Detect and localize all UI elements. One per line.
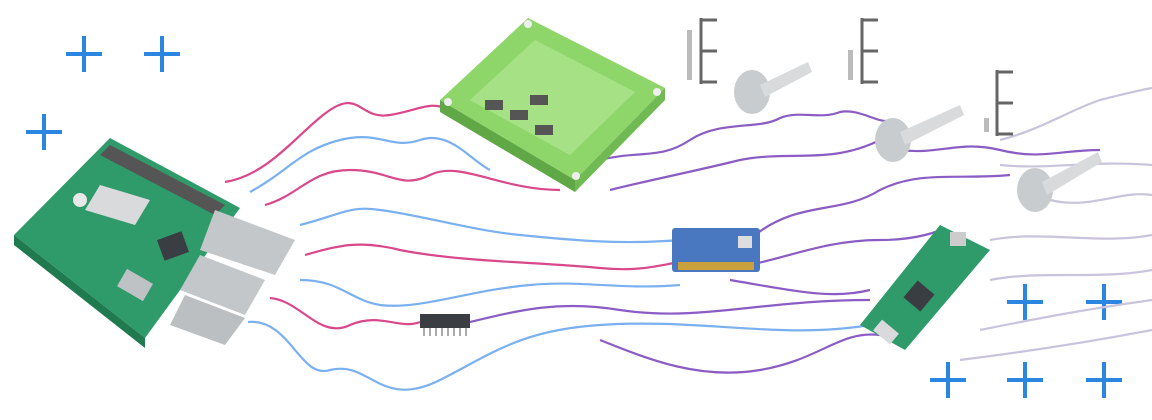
- plus-icon: [66, 36, 102, 72]
- plus-icon: [144, 36, 180, 72]
- wire: [264, 168, 561, 207]
- terminal-breakout-board: [440, 18, 665, 192]
- wire: [269, 296, 421, 330]
- wire: [304, 243, 681, 271]
- potentiometer: [1017, 152, 1102, 212]
- microcontroller-board: [860, 225, 990, 350]
- wire: [729, 229, 941, 270]
- wire: [999, 86, 1152, 142]
- wire: [599, 110, 891, 162]
- wire: [299, 278, 681, 307]
- slider-marker: [687, 18, 717, 84]
- wire: [247, 320, 871, 391]
- wires: [224, 86, 1152, 391]
- wire: [599, 333, 881, 374]
- potentiometer: [734, 62, 812, 114]
- plus-icon: [1007, 362, 1043, 398]
- wire: [989, 233, 1152, 242]
- slider-marker: [848, 18, 878, 84]
- wire: [609, 139, 881, 192]
- wire: [899, 145, 1101, 156]
- wire: [999, 162, 1152, 168]
- wire: [469, 298, 871, 324]
- wire: [729, 278, 871, 296]
- wire: [989, 268, 1152, 282]
- wire: [754, 173, 1011, 236]
- plus-icon: [1007, 284, 1043, 320]
- wire: [249, 136, 491, 193]
- slider-marker: [984, 70, 1013, 136]
- plus-icon: [930, 362, 966, 398]
- wire: [224, 102, 451, 184]
- wire: [979, 298, 1152, 332]
- raspberry-pi-board: [14, 138, 295, 348]
- wire: [959, 328, 1152, 362]
- potentiometer: [875, 105, 964, 162]
- ic-chip: [420, 314, 470, 336]
- slider-markers: [687, 18, 1013, 136]
- wire: [299, 207, 681, 244]
- plus-icon: [26, 114, 62, 150]
- plus-icon: [1086, 362, 1122, 398]
- plus-icons: [26, 36, 1122, 398]
- adc-module: [672, 228, 760, 272]
- potentiometers: [734, 62, 1102, 212]
- plus-icon: [1086, 284, 1122, 320]
- wire: [1049, 193, 1152, 204]
